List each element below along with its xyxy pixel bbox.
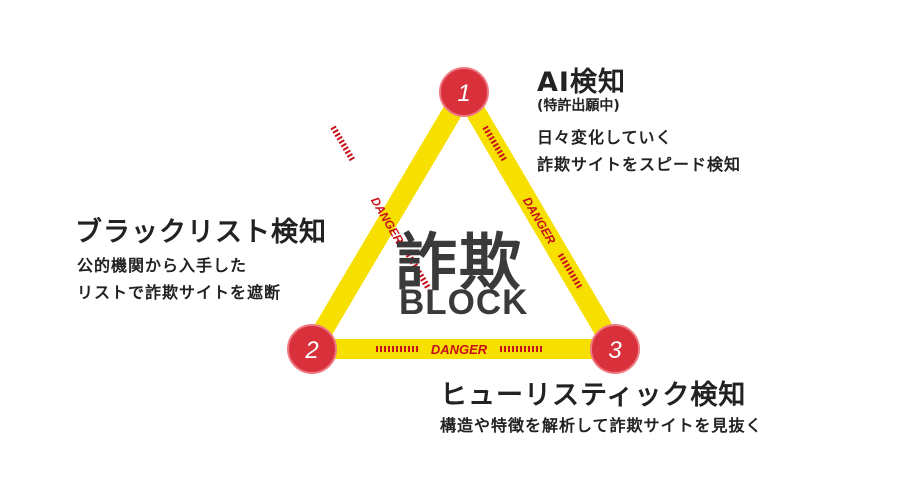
center-kanji: 詐欺	[395, 226, 524, 299]
node-1-title: AI検知	[537, 67, 626, 98]
node-2-number: 2	[304, 337, 318, 364]
node-3-title: ヒューリスティック検知	[440, 380, 747, 411]
node-1-line-2: 詐欺サイトをスピード検知	[537, 155, 742, 174]
node-3-line-1: 構造や特徴を解析して詐欺サイトを見抜く	[440, 416, 763, 435]
node-2-line-1: 公的機関から入手した	[77, 256, 248, 275]
node-1: 1	[439, 67, 489, 117]
node-3: 3	[590, 324, 640, 374]
node-1-line-1: 日々変化していく	[537, 128, 673, 147]
tape-left	[302, 82, 474, 359]
node-3-number: 3	[608, 337, 622, 364]
node-2: 2	[287, 324, 337, 374]
danger-text-bottom: DANGER	[431, 342, 488, 357]
tape-bottom-decor: DANGER	[374, 342, 542, 357]
center-block-word: BLOCK	[399, 283, 529, 322]
node-1-number: 1	[457, 80, 470, 107]
node-1-subtitle: (特許出願中)	[537, 98, 620, 114]
node-2-line-2: リストで詐欺サイトを遮断	[77, 283, 282, 302]
node-2-title: ブラックリスト検知	[75, 217, 327, 248]
